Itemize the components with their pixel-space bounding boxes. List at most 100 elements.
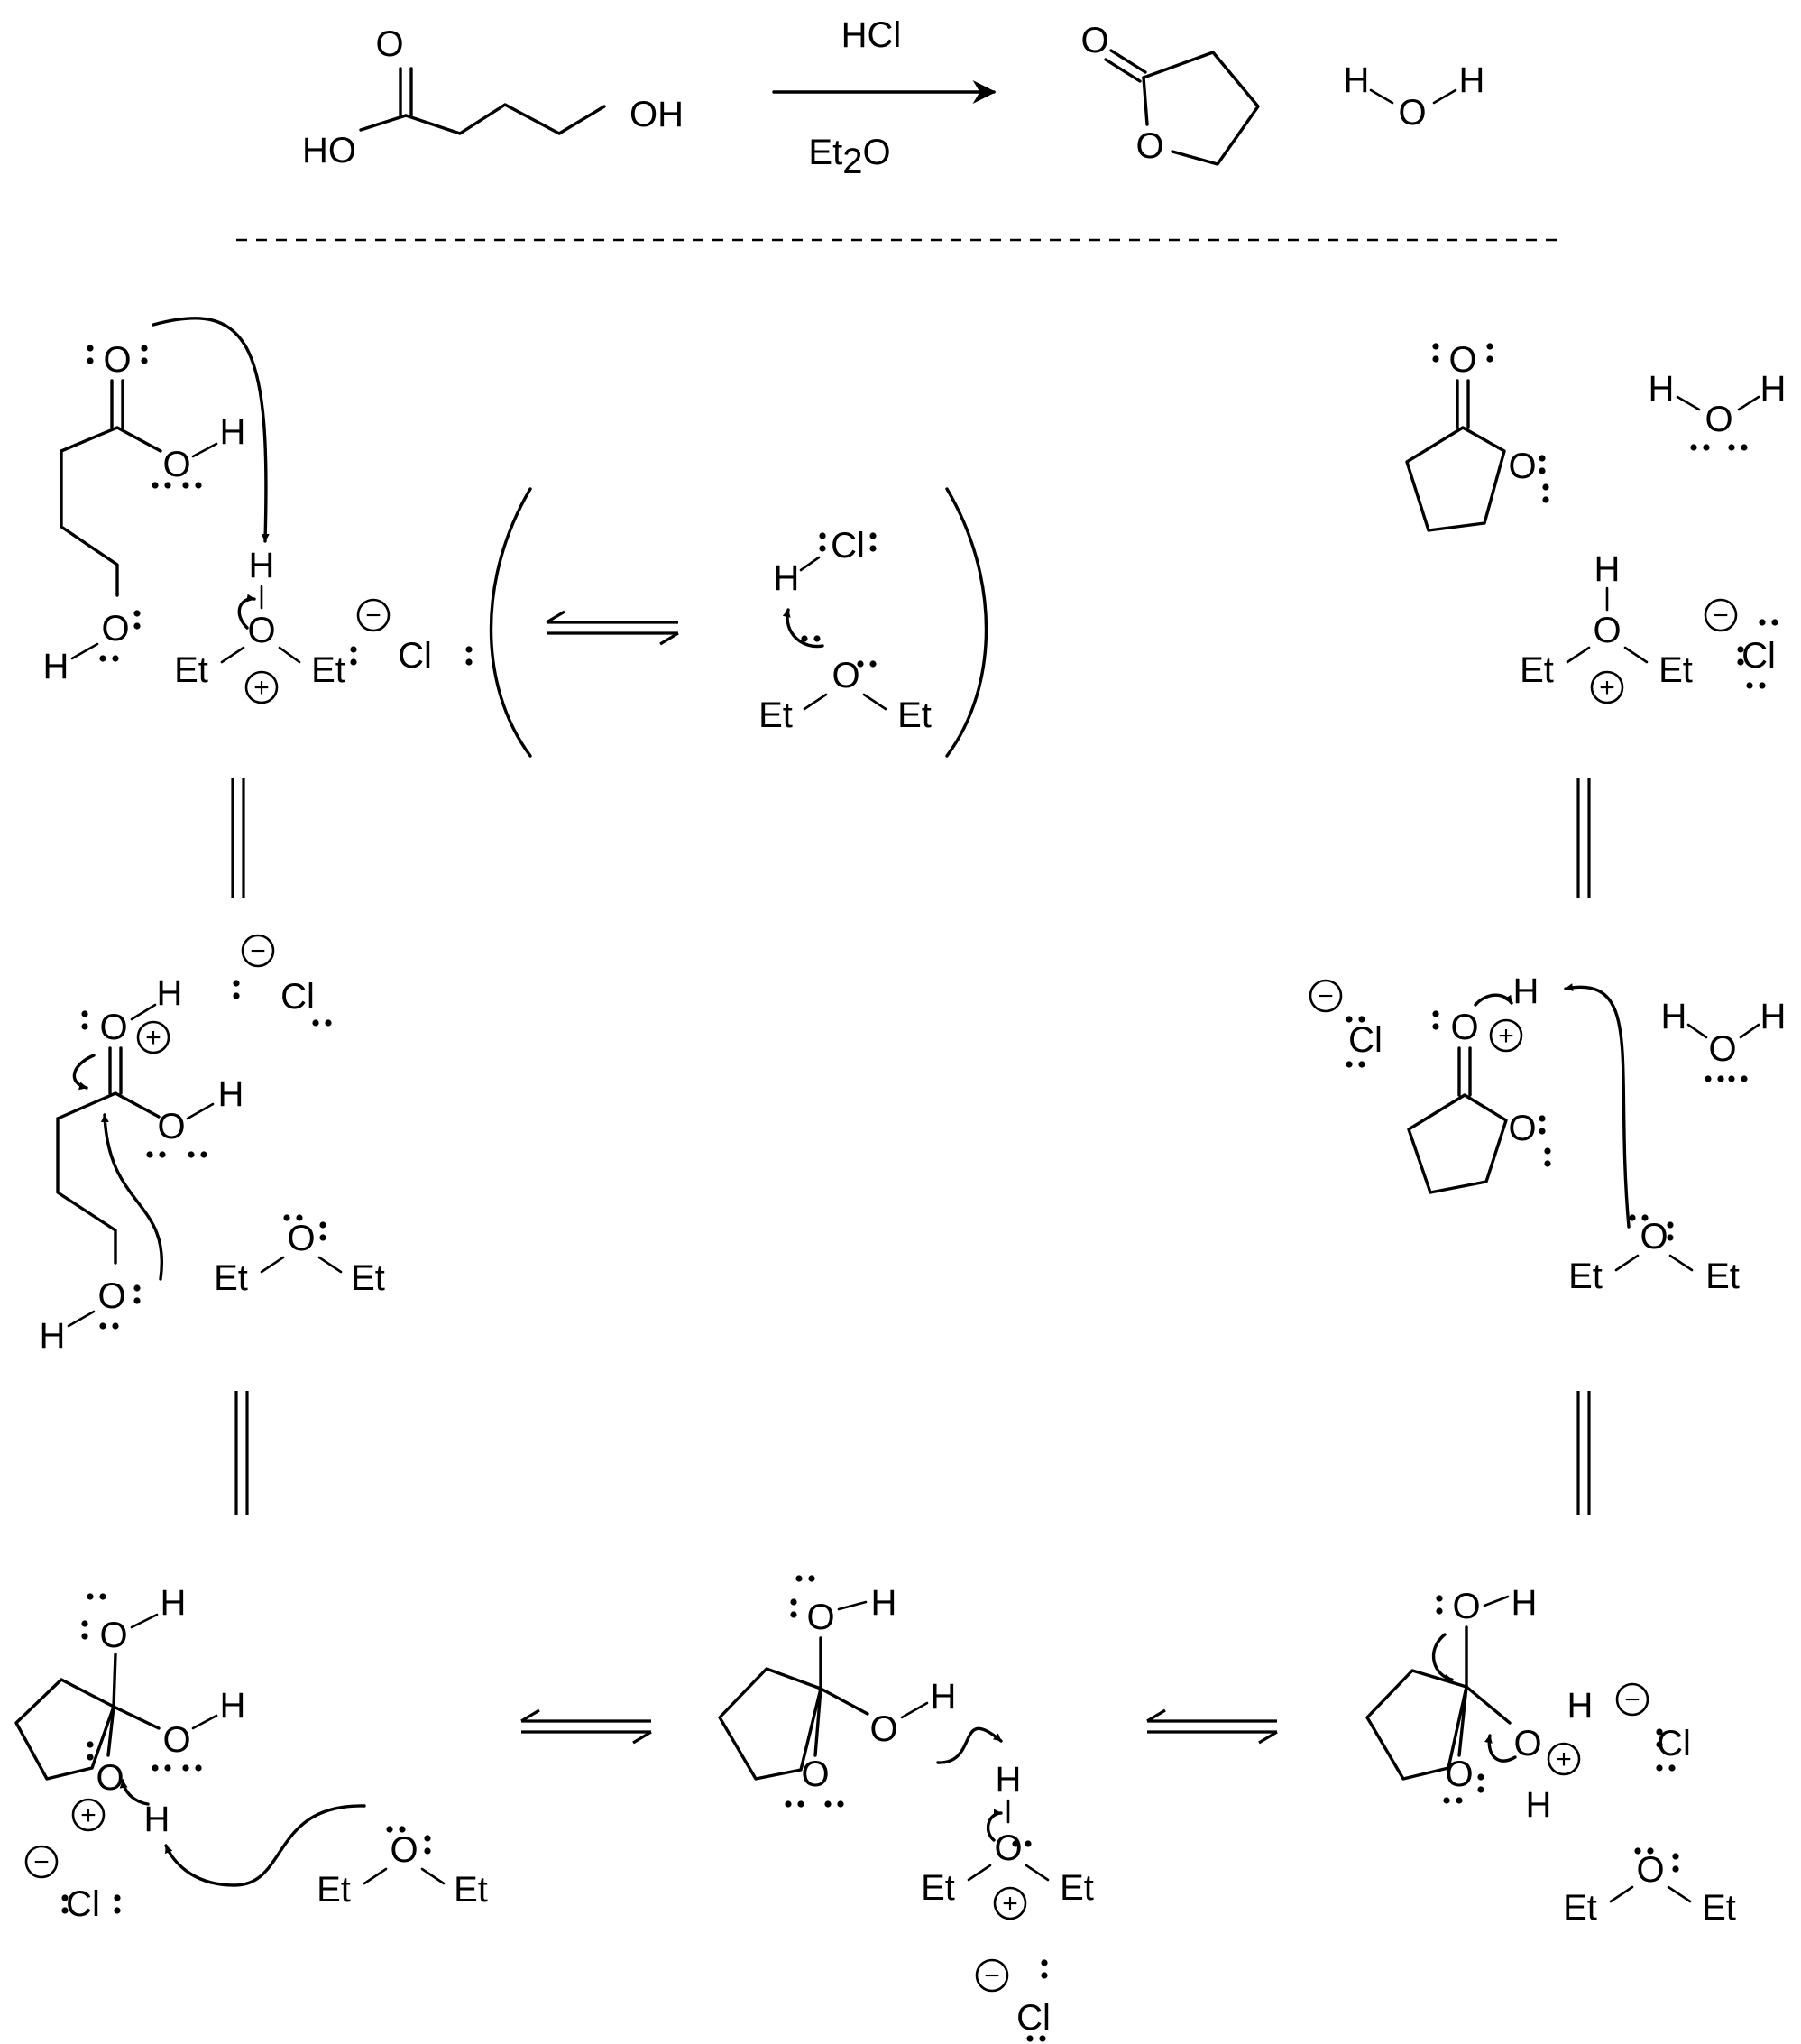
overall-reaction: O HO OH HCl Et2O O O H O H	[302, 15, 1484, 181]
atom-label: O	[1593, 611, 1621, 650]
atom-label: Cl	[1741, 636, 1776, 676]
lone-pair-dot	[424, 1835, 431, 1842]
lone-pair-dot	[350, 658, 357, 666]
lone-pair-dot	[350, 646, 357, 653]
lone-pair-dot	[797, 1800, 804, 1808]
lone-pair-dot	[81, 1633, 88, 1640]
atom-label: HO	[302, 131, 356, 170]
atom-label: Et	[454, 1870, 488, 1910]
lone-pair-dot	[1737, 646, 1744, 653]
step2-protonated-acid: − Cl O H + O H O H O Et Et	[40, 934, 385, 1356]
product-butyrolactone: O O	[1080, 21, 1260, 166]
svg-text:+: +	[80, 1800, 96, 1830]
lone-pair-dot	[283, 1214, 290, 1221]
lone-pair-dot	[869, 532, 877, 539]
lone-pair-dot	[1542, 496, 1549, 503]
lone-pair-dot	[1634, 1847, 1641, 1855]
lone-pair-dot	[1346, 1061, 1353, 1068]
atom-label: Et	[1568, 1257, 1603, 1296]
lone-pair-dot	[795, 1575, 803, 1582]
lone-pair-dot	[869, 660, 877, 668]
lone-pair-dot	[164, 1764, 171, 1772]
lone-pair-dot	[785, 1800, 792, 1808]
lone-pair-dot	[114, 1894, 121, 1901]
solvent-label: Et2O	[808, 133, 890, 181]
atom-label: O	[994, 1828, 1022, 1868]
lone-pair-dot	[182, 1764, 189, 1772]
positive-charge-icon	[1547, 1742, 1581, 1776]
atom-label: Cl	[398, 636, 432, 676]
lone-pair-dot	[87, 345, 94, 352]
lone-pair-dot	[312, 1019, 319, 1027]
equilibrium-left-1	[231, 778, 245, 898]
lone-pair-dot	[424, 1847, 431, 1855]
atom-label: H	[1760, 997, 1787, 1036]
lone-pair-dot	[1539, 467, 1546, 474]
svg-text:+: +	[1599, 673, 1615, 703]
lone-pair-dot	[1432, 1010, 1439, 1017]
step4-tetrahedral-neutral: O H O O H H O Et Et + − Cl	[718, 1583, 1094, 2038]
atom-label: O	[1445, 1754, 1473, 1794]
lone-pair-dot	[813, 635, 821, 642]
atom-label: O	[99, 1616, 127, 1655]
lone-pair-dot	[1717, 1075, 1724, 1082]
atom-label: H	[774, 558, 800, 598]
atom-label: H	[1459, 60, 1485, 100]
lone-pair-dot	[465, 646, 473, 653]
atom-label: Cl	[66, 1884, 100, 1924]
lone-pair-dot	[133, 1297, 141, 1304]
atom-label: H	[871, 1583, 897, 1623]
lone-pair-dot	[837, 1800, 844, 1808]
lone-pair-dot	[200, 1151, 207, 1158]
lone-pair-dot	[1656, 1741, 1663, 1748]
lone-pair-dot	[81, 1023, 88, 1030]
lone-pair-dot	[1690, 444, 1697, 451]
lone-pair-dot	[1041, 1972, 1048, 1979]
lone-pair-dot	[195, 1764, 202, 1772]
positive-charge-icon	[71, 1798, 106, 1832]
lone-pair-dot	[1542, 483, 1549, 491]
atom-label: O	[806, 1597, 834, 1637]
lone-pair-dot	[81, 1620, 88, 1627]
positive-charge-icon	[1489, 1018, 1523, 1053]
svg-text:+: +	[1556, 1745, 1572, 1774]
atom-label: Et	[317, 1870, 351, 1910]
lone-pair-dot	[1667, 1221, 1674, 1229]
svg-text:−: −	[250, 936, 266, 966]
lone-pair-dot	[87, 1754, 94, 1761]
lone-pair-dot	[1025, 1840, 1032, 1847]
reaction-arrow: HCl Et2O	[772, 15, 997, 181]
lone-pair-dot	[1477, 1786, 1484, 1793]
svg-text:−: −	[1713, 601, 1729, 631]
lone-pair-dot	[824, 1800, 832, 1808]
atom-label: H	[161, 1583, 187, 1623]
atom-label: O	[390, 1830, 418, 1870]
lone-pair-dot	[1039, 2035, 1046, 2042]
atom-label: H	[1344, 60, 1370, 100]
lone-pair-dot	[801, 635, 808, 642]
atom-label: H	[1526, 1785, 1552, 1825]
atom-label: O	[162, 445, 190, 484]
step1-protonation: O O H O H H O Et Et + Cl −	[43, 317, 432, 704]
positive-charge-icon	[244, 670, 279, 704]
negative-charge-icon	[975, 1958, 1009, 1993]
lone-pair-dot	[1741, 1075, 1748, 1082]
atom-label: Et	[897, 695, 932, 735]
atom-label: H	[996, 1760, 1022, 1800]
atom-label: Et	[1702, 1888, 1736, 1928]
lone-pair-dot	[1728, 444, 1735, 451]
lone-pair-dot	[1705, 1075, 1712, 1082]
atom-label: O	[1398, 93, 1426, 133]
atom-label: H	[43, 647, 69, 686]
atom-label: Cl	[280, 977, 315, 1017]
svg-text:+: +	[1002, 1889, 1018, 1919]
lone-pair-dot	[195, 482, 202, 489]
atom-label: Et	[311, 650, 345, 690]
lone-pair-dot	[1436, 1595, 1443, 1602]
equilibrium-right-1	[1576, 778, 1591, 898]
atom-label: H	[249, 546, 275, 585]
lone-pair-dot	[1432, 343, 1439, 350]
svg-text:+: +	[145, 1023, 161, 1053]
lone-pair-dot	[1737, 658, 1744, 666]
